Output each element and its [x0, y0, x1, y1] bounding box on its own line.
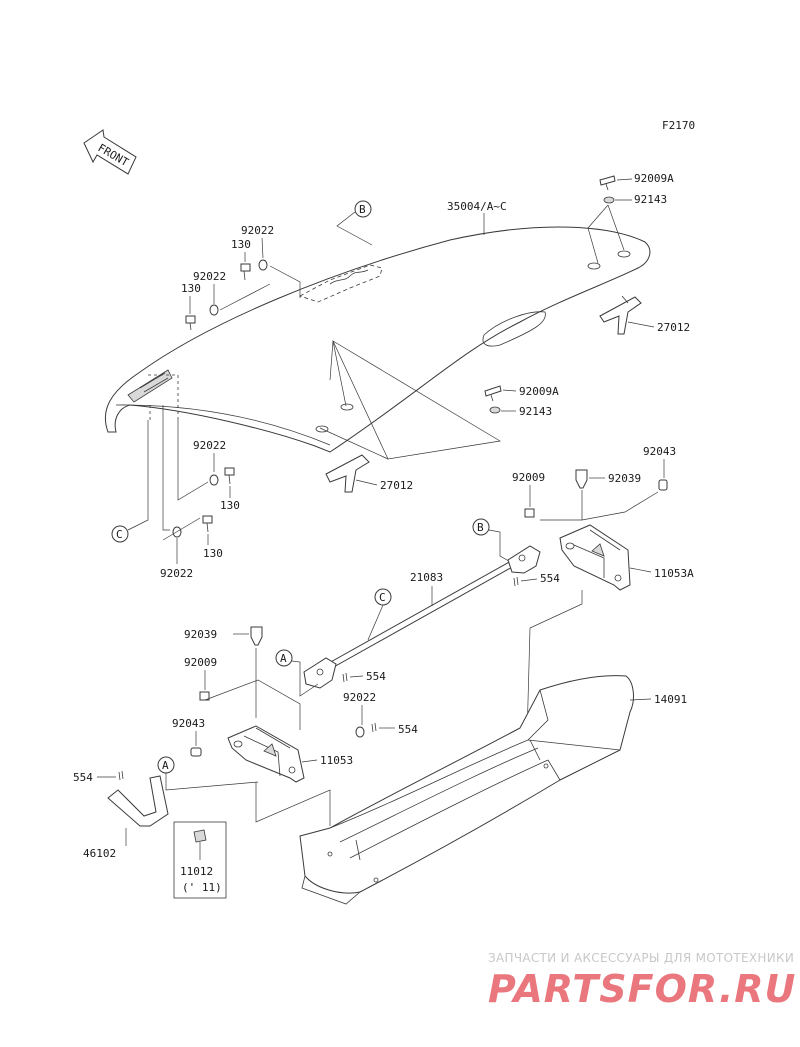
bolt-92009-right [524, 508, 535, 518]
label-92043-left: 92043 [172, 717, 205, 730]
washer-92022-left [355, 726, 365, 738]
label-92022-b: 92022 [193, 270, 226, 283]
label-92039-right: 92039 [608, 472, 641, 485]
cotter-pin-554-d [118, 770, 124, 781]
pin-92043-right [658, 479, 668, 491]
rivet-92009a-mid [484, 385, 502, 402]
label-554-b: 554 [366, 670, 386, 683]
seat-cowl-35004 [104, 226, 651, 453]
svg-text:C: C [116, 528, 123, 541]
watermark-brand: PARTSFOR.RU [488, 967, 796, 1011]
label-92039-left: 92039 [184, 628, 217, 641]
cotter-pin-554-b [342, 672, 348, 683]
rivet-92009a-top [599, 175, 616, 191]
label-92143-top: 92143 [634, 193, 667, 206]
grommet-92143-top [603, 196, 615, 204]
callout-a-upper: A [275, 649, 293, 667]
pin-92043-left [190, 747, 202, 757]
inset-box-11012 [173, 821, 227, 899]
label-11053: 11053 [320, 754, 353, 767]
label-11053a: 11053A [654, 567, 694, 580]
label-92009a-mid: 92009A [519, 385, 559, 398]
label-21083: 21083 [410, 571, 443, 584]
label-130-b: 130 [181, 282, 201, 295]
label-46102: 46102 [83, 847, 116, 860]
cotter-pin-554-a [513, 576, 519, 587]
washer-92022-b [209, 304, 219, 316]
svg-text:B: B [477, 521, 484, 534]
label-92143-mid: 92143 [519, 405, 552, 418]
label-27012-mid: 27012 [380, 479, 413, 492]
callout-b-top: B [354, 200, 372, 218]
label-92009-left: 92009 [184, 656, 217, 669]
washer-92022-c [209, 474, 219, 486]
figure-code: F2170 [662, 119, 695, 132]
label-554-a: 554 [540, 572, 560, 585]
cotter-pin-554-c [371, 722, 377, 733]
stand-tool-46102 [107, 775, 169, 827]
label-130-a: 130 [231, 238, 251, 251]
label-35004: 35004/A~C [447, 200, 507, 213]
label-14091: 14091 [654, 693, 687, 706]
clip-92039-left [250, 626, 263, 646]
svg-text:A: A [280, 652, 287, 665]
svg-text:B: B [359, 203, 366, 216]
hinge-bracket-11053 [227, 725, 305, 783]
label-92043-right: 92043 [643, 445, 676, 458]
label-92009a-top: 92009A [634, 172, 674, 185]
bracket-27012-right [599, 295, 642, 335]
label-11012-year: (' 11) [182, 881, 222, 894]
bolt-130-a [240, 263, 251, 281]
callout-a-lower: A [157, 756, 175, 774]
label-130-d: 130 [203, 547, 223, 560]
label-92022-left: 92022 [343, 691, 376, 704]
bolt-130-c [224, 467, 235, 485]
label-11012: 11012 [180, 865, 213, 878]
washer-92022-a [258, 259, 268, 271]
svg-text:C: C [379, 591, 386, 604]
label-92022-a: 92022 [241, 224, 274, 237]
label-554-c: 554 [398, 723, 418, 736]
label-92022-c: 92022 [193, 439, 226, 452]
label-92022-d: 92022 [160, 567, 193, 580]
callout-b-mid: B [472, 518, 490, 536]
bolt-130-b [185, 315, 196, 331]
support-rod-21083 [303, 545, 541, 689]
callout-c-mid: C [374, 588, 392, 606]
clip-92039-right [575, 469, 588, 489]
svg-text:A: A [162, 759, 169, 772]
storage-tray-14091 [299, 675, 634, 905]
bolt-130-d [202, 515, 213, 533]
label-130-c: 130 [220, 499, 240, 512]
label-92009-right: 92009 [512, 471, 545, 484]
bracket-27012-mid [325, 454, 370, 493]
watermark-subtitle: ЗАПЧАСТИ И АКСЕССУАРЫ ДЛЯ МОТОТЕХНИКИ [488, 951, 794, 965]
hinge-bracket-11053a [559, 524, 631, 591]
bolt-92009-left [199, 691, 210, 701]
front-arrow-icon: FRONT [83, 129, 137, 175]
grommet-92143-mid [489, 406, 501, 414]
grommet-11012 [193, 829, 207, 843]
label-554-d: 554 [73, 771, 93, 784]
callout-c-left: C [111, 525, 129, 543]
label-27012-right: 27012 [657, 321, 690, 334]
